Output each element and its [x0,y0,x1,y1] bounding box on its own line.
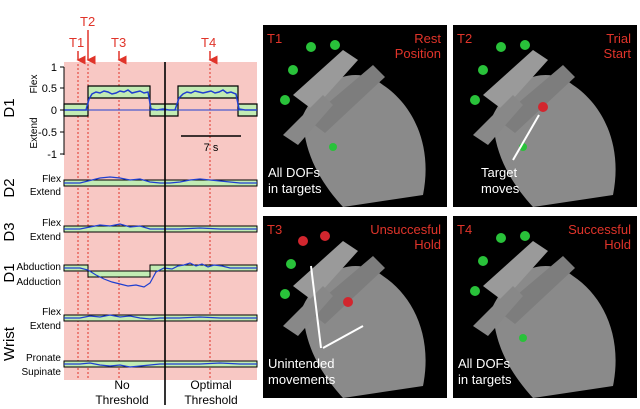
marker-t3-label: T3 [111,35,126,50]
row-trace-wrist-flex [64,314,257,320]
row-label-pronate-top: Pronate [26,353,61,364]
row-label-d3-bottom: Extend [30,232,61,243]
hand-illustration [470,40,616,207]
d1-group-label: D1 [1,98,18,117]
row-label-supinate-bottom: Supinate [22,367,62,378]
condition-left-line1: No [114,378,130,392]
row-trace-d1-abduction [64,262,257,288]
panel-t4-title-2: Hold [604,237,631,252]
scale-bar-label: 7 s [204,142,219,154]
row-label-d3-top: Flex [42,218,61,229]
marker-t2-label: T2 [80,14,95,29]
row-label-d2-top: Flex [42,174,61,185]
panel-t2: T2 Trial Start Target moves [453,25,637,207]
d1-tick-label-0: 0 [51,105,57,117]
d1-extend-label: Extend [29,117,40,148]
panel-t2-tag: T2 [457,31,473,46]
panel-t1: T1 Rest Position All DOFs in targets [263,25,447,207]
hand-illustration [280,40,426,207]
condition-left-line2: Threshold [95,393,148,407]
row-group-d1-abduction: D1 [1,263,18,282]
row-group-d3: D3 [1,222,18,241]
row-label-d1-bottom: Adduction [17,277,61,288]
panel-t3: T3 Unsuccesful Hold Unintended movements [263,216,447,398]
d1-tick-label-neg0.5: -0.5 [38,127,57,139]
panel-t3-caption-1: Unintended [268,356,335,371]
panel-t4-caption-1: All DOFs [458,356,510,371]
marker-t1-label: T1 [69,35,84,50]
d1-tick-label-neg1: -1 [47,149,57,161]
panel-t4-caption-2: in targets [458,372,512,387]
panel-t2-title-1: Trial [606,31,631,46]
panel-t2-caption-2: moves [481,181,520,196]
panel-t1-tag: T1 [267,31,283,46]
panel-t3-tag: T3 [267,222,283,237]
condition-right-line2: Threshold [184,393,237,407]
hand-illustration [280,231,426,398]
panel-t1-caption-2: in targets [268,181,322,196]
panel-t3-title-2: Hold [414,237,441,252]
panel-t4-tag: T4 [457,222,473,237]
panel-t1-title-2: Position [394,46,441,61]
panel-t2-title-2: Start [603,46,631,61]
row-band-d1-abduction [63,264,258,278]
row-label-d2-bottom: Extend [30,187,61,198]
row-label-wrist-top: Flex [42,307,61,318]
row-label-wrist-bottom: Extend [30,321,61,332]
marker-t4-label: T4 [201,35,216,50]
row-group-wrist: Wrist [1,326,18,361]
d1-tick-label-1: 1 [51,62,57,74]
condition-right-line1: Optimal [190,378,231,392]
row-group-d2: D2 [1,178,18,197]
panel-t3-title-1: Unsuccesful [370,222,441,237]
row-label-d1-top: Abduction [17,262,61,273]
panel-t2-caption-1: Target [481,165,518,180]
row-trace-pronate [64,362,257,368]
d1-flex-label: Flex [29,75,40,94]
row-trace-d3 [64,223,257,230]
row-trace-d2 [64,176,257,184]
panel-t1-caption-1: All DOFs [268,165,320,180]
hand-illustration [470,231,616,398]
panel-t4-title-1: Successful [568,222,631,237]
panel-t4: T4 Successful Hold All DOFs in targets [453,216,637,398]
panel-t1-title-1: Rest [414,31,441,46]
panel-t3-caption-2: movements [268,372,336,387]
d1-tick-label-0.5: 0.5 [42,83,57,95]
small-rows [63,176,258,368]
d1-trace [64,89,257,111]
